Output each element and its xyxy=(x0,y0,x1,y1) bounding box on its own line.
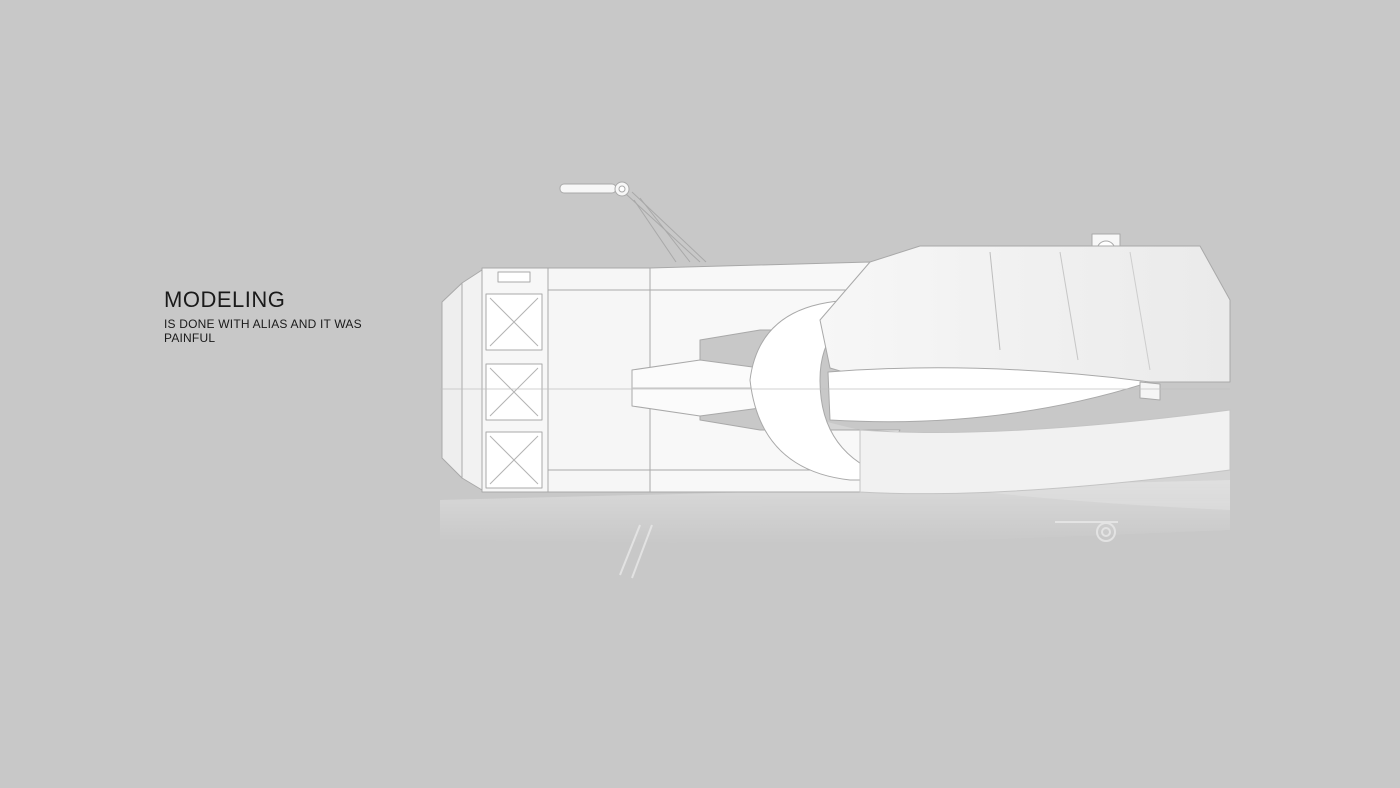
caption-title: MODELING xyxy=(164,287,286,312)
forward-hull xyxy=(819,245,1231,423)
lower-hull xyxy=(859,409,1231,495)
antenna-arm xyxy=(559,181,707,263)
engine-block xyxy=(441,267,549,493)
caption-block: MODELING IS DONE WITH ALIAS AND IT WAS P… xyxy=(164,287,424,345)
intake-nozzle xyxy=(631,359,761,417)
caption-subtitle: IS DONE WITH ALIAS AND IT WAS PAINFUL xyxy=(164,317,362,345)
